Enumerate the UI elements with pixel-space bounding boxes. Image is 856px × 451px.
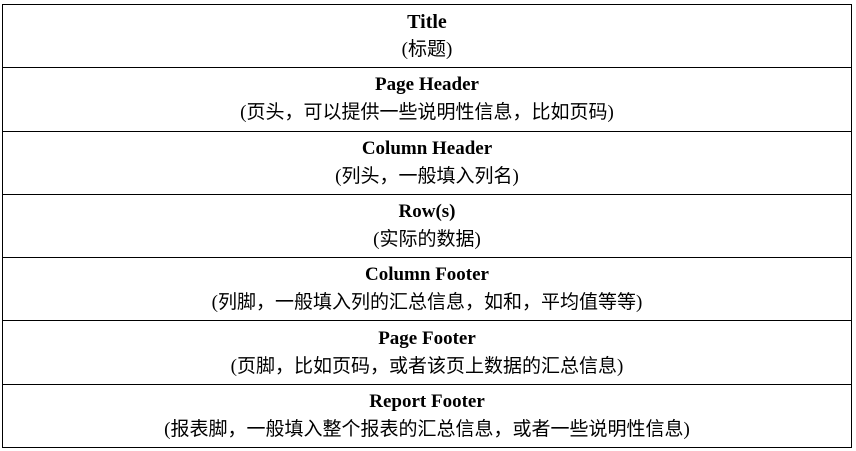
band-page-header-heading: Page Header (375, 74, 479, 96)
band-title: Title (标题) (3, 5, 851, 67)
band-rows-description: (实际的数据) (373, 228, 481, 250)
band-column-footer-description: (列脚，一般填入列的汇总信息，如和，平均值等等) (211, 292, 643, 314)
band-column-footer: Column Footer (列脚，一般填入列的汇总信息，如和，平均值等等) (3, 257, 851, 320)
band-column-footer-heading: Column Footer (364, 264, 489, 286)
band-rows-heading: Row(s) (398, 200, 456, 222)
band-page-header-description: (页头，可以提供一些说明性信息，比如页码) (240, 102, 614, 124)
band-page-footer-description: (页脚，比如页码，或者该页上数据的汇总信息) (230, 355, 624, 377)
band-report-footer-heading: Report Footer (369, 390, 485, 412)
band-page-footer: Page Footer (页脚，比如页码，或者该页上数据的汇总信息) (3, 320, 851, 383)
band-column-header-heading: Column Header (361, 137, 493, 159)
report-structure-table: Title (标题) Page Header (页头，可以提供一些说明性信息，比… (2, 4, 852, 448)
band-column-header: Column Header (列头，一般填入列名) (3, 130, 851, 194)
band-title-heading: Title (407, 11, 447, 34)
band-rows: Row(s) (实际的数据) (3, 193, 851, 257)
band-report-footer-description: (报表脚，一般填入整个报表的汇总信息，或者一些说明性信息) (164, 418, 690, 440)
band-page-header: Page Header (页头，可以提供一些说明性信息，比如页码) (3, 67, 851, 130)
band-report-footer: Report Footer (报表脚，一般填入整个报表的汇总信息，或者一些说明性… (3, 383, 851, 447)
band-title-description: (标题) (401, 39, 453, 61)
band-page-footer-heading: Page Footer (378, 327, 476, 349)
band-column-header-description: (列头，一般填入列名) (335, 165, 519, 187)
